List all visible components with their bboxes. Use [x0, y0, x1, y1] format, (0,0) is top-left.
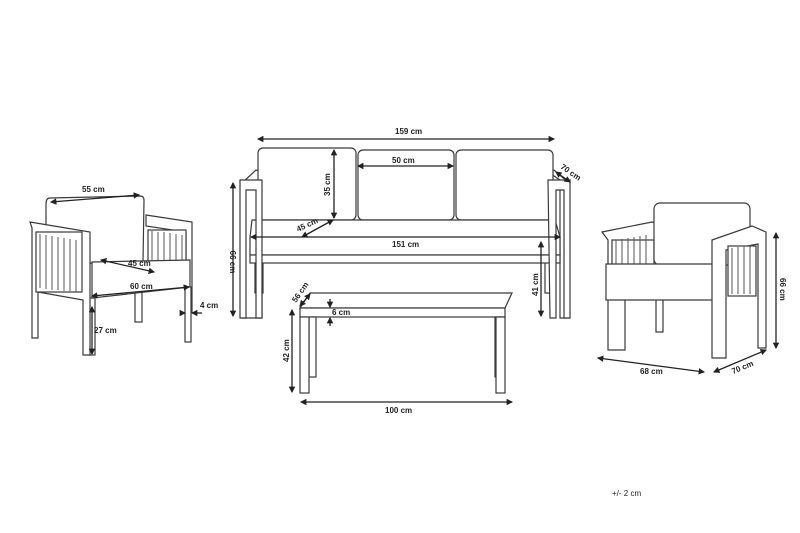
- label-width: 68 cm: [640, 367, 663, 376]
- label-leg-height: 27 cm: [94, 326, 117, 335]
- armchair-left: 55 cm 45 cm 60 cm 4 cm 27 cm: [29, 185, 218, 356]
- dimension-line: [713, 349, 767, 373]
- dimension-line: [90, 284, 191, 299]
- seat-cushion: [605, 263, 726, 301]
- back-cushion: [257, 147, 357, 221]
- label-leg-width: 4 cm: [200, 301, 218, 310]
- label-cushion-width: 50 cm: [392, 156, 415, 165]
- back-cushion: [455, 149, 554, 221]
- dimension-line: [596, 355, 706, 375]
- label-height: 42 cm: [282, 339, 291, 362]
- label-backrest-width: 55 cm: [82, 185, 105, 194]
- label-top-thickness: 6 cm: [332, 308, 350, 317]
- armchair-right: 66 cm 68 cm 70 cm: [596, 202, 787, 376]
- label-width: 100 cm: [385, 406, 412, 415]
- dimension-line: [555, 171, 571, 183]
- label-seat-width: 60 cm: [130, 282, 153, 291]
- label-depth: 70 cm: [730, 359, 754, 376]
- label-seat-width: 151 cm: [392, 240, 419, 249]
- coffee-table: 56 cm 6 cm 42 cm 100 cm: [282, 280, 514, 415]
- label-total-height: 66 cm: [228, 251, 237, 274]
- rope-panel-right: [731, 245, 751, 294]
- rope-panel-left: [39, 234, 77, 292]
- tolerance-note: +/- 2 cm: [612, 489, 641, 498]
- label-seat-height: 41 cm: [531, 273, 540, 296]
- label-height: 66 cm: [778, 278, 787, 301]
- label-seat-depth: 45 cm: [128, 259, 151, 268]
- dimension-line: [99, 258, 156, 274]
- sofa: 159 cm 50 cm 70 cm 35 cm 45 cm 151 cm 66…: [228, 127, 583, 319]
- dimension-line: [49, 192, 141, 205]
- label-backrest-height: 35 cm: [323, 173, 332, 196]
- dimension-line: [299, 293, 311, 307]
- label-total-width: 159 cm: [395, 127, 422, 136]
